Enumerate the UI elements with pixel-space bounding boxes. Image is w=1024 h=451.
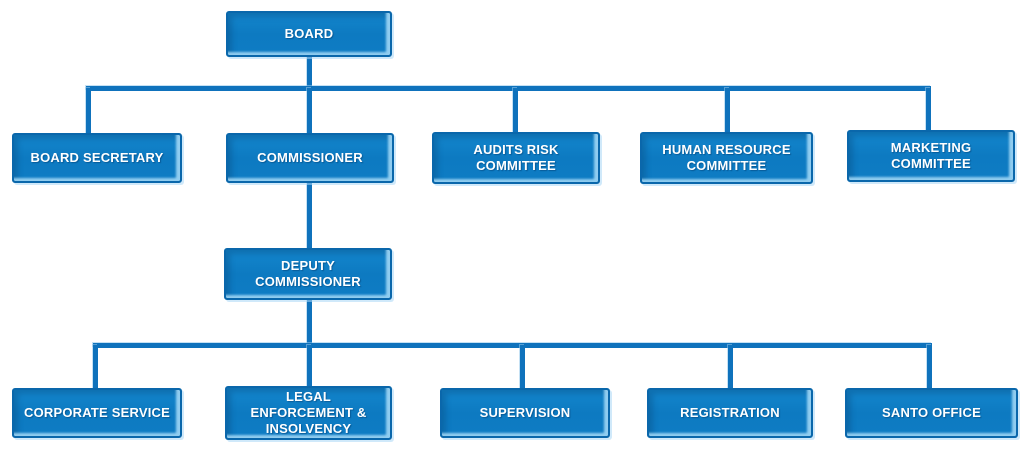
- connector-drop-commissioner: [307, 88, 312, 135]
- node-board-secretary: BOARD SECRETARY: [12, 133, 182, 183]
- node-legal-enforcement-insolvency: LEGAL ENFORCEMENT & INSOLVENCY: [225, 386, 392, 440]
- node-audits-risk-committee-label: AUDITS RISK COMMITTEE: [473, 141, 559, 173]
- node-santo-office-label: SANTO OFFICE: [882, 404, 981, 420]
- connector-drop-registration: [728, 345, 733, 390]
- connector-drop-audits-risk: [513, 88, 518, 134]
- node-corporate-service-label: CORPORATE SERVICE: [24, 404, 170, 420]
- connector-drop-supervision: [520, 345, 525, 390]
- connector-board-stem: [307, 55, 312, 90]
- node-human-resource-committee: HUMAN RESOURCE COMMITTEE: [640, 132, 813, 184]
- node-marketing-committee-label: MARKETING COMMITTEE: [890, 139, 972, 171]
- node-santo-office: SANTO OFFICE: [845, 388, 1018, 438]
- node-commissioner: COMMISSIONER: [226, 133, 394, 183]
- connector-drop-santo-office: [927, 345, 932, 390]
- node-audits-risk-committee: AUDITS RISK COMMITTEE: [432, 132, 600, 184]
- connector-drop-human-resource: [725, 88, 730, 134]
- node-legal-enforcement-insolvency-label: LEGAL ENFORCEMENT & INSOLVENCY: [250, 388, 367, 437]
- node-supervision-label: SUPERVISION: [479, 404, 571, 420]
- connector-drop-marketing: [926, 88, 931, 132]
- connector-drop-board-secretary: [86, 88, 91, 135]
- connector-drop-corporate-service: [93, 345, 98, 390]
- node-deputy-commissioner-label: DEPUTY COMMISSIONER: [255, 257, 361, 289]
- connector-deputy-stem: [307, 298, 312, 348]
- node-commissioner-label: COMMISSIONER: [257, 149, 363, 165]
- node-board: BOARD: [226, 11, 392, 57]
- node-marketing-committee: MARKETING COMMITTEE: [847, 130, 1015, 182]
- connector-bottom-rail: [93, 343, 932, 348]
- connector-top-rail: [86, 86, 931, 91]
- node-registration: REGISTRATION: [647, 388, 813, 438]
- node-human-resource-committee-label: HUMAN RESOURCE COMMITTEE: [662, 141, 791, 173]
- node-board-secretary-label: BOARD SECRETARY: [30, 149, 164, 165]
- node-board-label: BOARD: [284, 25, 334, 41]
- connector-commissioner-deputy: [307, 181, 312, 250]
- connector-drop-legal-enforcement: [307, 345, 312, 388]
- node-supervision: SUPERVISION: [440, 388, 610, 438]
- node-registration-label: REGISTRATION: [680, 404, 780, 420]
- node-corporate-service: CORPORATE SERVICE: [12, 388, 182, 438]
- node-deputy-commissioner: DEPUTY COMMISSIONER: [224, 248, 392, 300]
